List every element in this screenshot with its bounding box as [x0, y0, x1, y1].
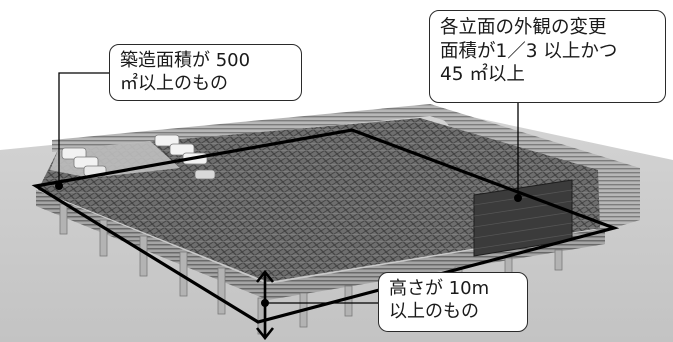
callout-facade-change-line-1: 各立面の外観の変更	[440, 17, 607, 38]
callout-facade-change-line-3: 45 ㎡以上	[440, 64, 525, 86]
leader-dot-height	[261, 299, 269, 307]
facade-panel-slats	[473, 189, 573, 250]
callout-building-area-line-2: ㎡以上のもの	[120, 73, 228, 95]
leader-dot-facade-change	[514, 194, 522, 202]
left-side-wall	[36, 190, 268, 300]
callout-building-area: 築造面積が 500 ㎡以上のもの	[109, 44, 302, 101]
callout-height-line-1: 高さが 10m	[389, 278, 490, 299]
callout-facade-change-line-2: 面積が1／3 以上かつ	[440, 40, 618, 62]
leader-dot-building-area	[55, 182, 63, 190]
callout-height: 高さが 10m 以上のもの	[378, 272, 528, 332]
building-area-outline	[31, 128, 620, 324]
callout-facade-change: 各立面の外観の変更 面積が1／3 以上かつ 45 ㎡以上	[429, 10, 666, 103]
parking-deck-mesh	[38, 118, 600, 282]
leader-line-building-area	[58, 72, 109, 186]
callout-building-area-line-1: 築造面積が 500	[120, 50, 251, 71]
callout-height-line-2: 以上のもの	[389, 301, 479, 323]
